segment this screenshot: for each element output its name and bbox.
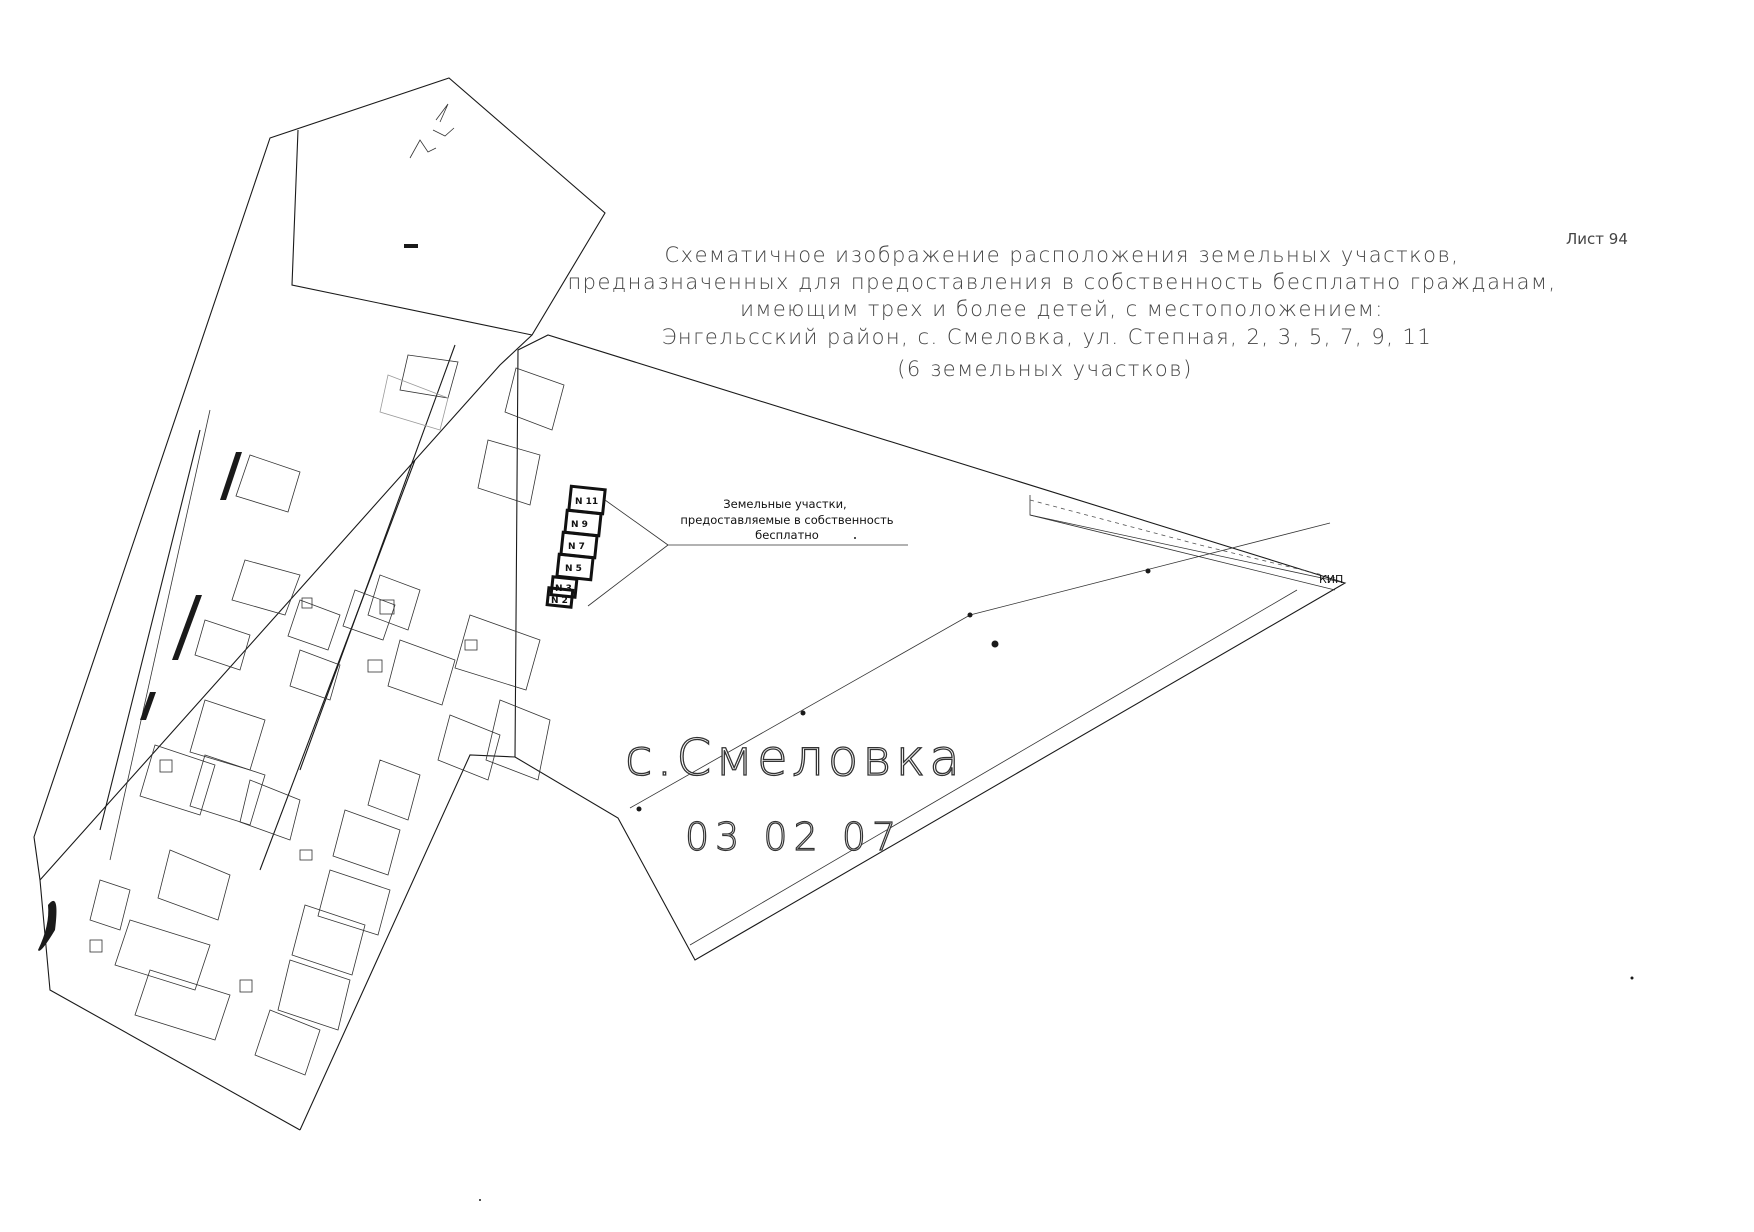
target-plots: N 11 N 9 N 7 N 5 N 3 N 2 [545,484,607,609]
survey-point [800,710,806,716]
legend: Земельные участки, предоставляемые в соб… [680,497,893,542]
title-line-5: (6 земельных участков) [897,357,1193,381]
village-boundary [39,344,516,1131]
plot-n2 [545,586,575,609]
survey-point [636,806,642,812]
cadastral-code: 03 02 07 [685,815,902,859]
title-line-1: Схематичное изображение расположения зем… [665,243,1460,267]
eastern-field-boundary [514,334,1347,961]
title-line-3: имеющим трех и более детей, с местополож… [740,297,1384,321]
plot-label-n9: N 9 [571,520,588,530]
plot-label-n11: N 11 [575,497,598,507]
legend-line-1: Земельные участки, [723,497,846,511]
plot-label-n5: N 5 [565,564,582,574]
map-title: Схематичное изображение расположения зем… [567,243,1556,381]
village-name: с.Смеловка [625,729,964,787]
northern-field-boundary [33,77,606,882]
survey-point [991,640,999,648]
title-line-4: Энгельсский район, с. Смеловка, ул. Степ… [662,325,1433,349]
kip-label: КИП [1319,573,1343,586]
legend-line-2: предоставляемые в собственность [680,513,893,527]
sheet-number: Лист 94 [1566,230,1628,248]
plot-label-n2: N 2 [551,596,568,606]
plot-n3 [549,575,579,599]
field-marker-glyph [404,244,418,248]
title-line-2: предназначенных для предоставления в соб… [567,270,1556,294]
village-parcels [89,354,565,1076]
scan-specks [479,537,1634,1201]
legend-line-3: бесплатно [755,528,819,542]
survey-point [967,612,973,618]
survey-point [1145,568,1151,574]
legend-leaders [587,499,908,607]
buildings [38,452,478,993]
plot-label-n7: N 7 [568,542,585,552]
